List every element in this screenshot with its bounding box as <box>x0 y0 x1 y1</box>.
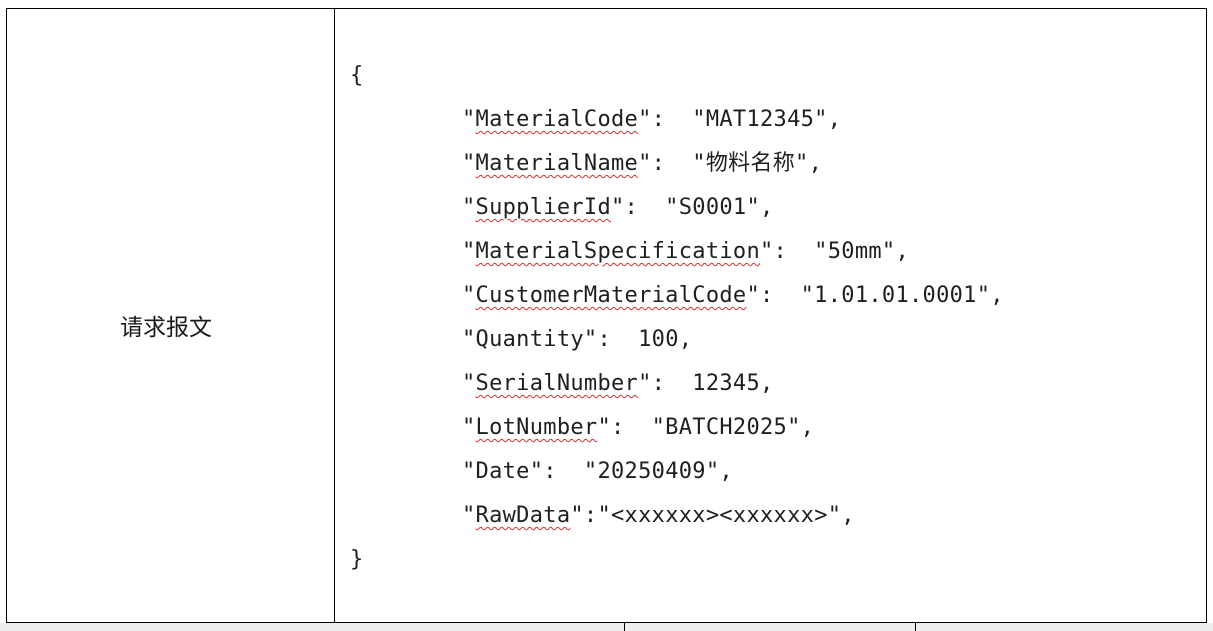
json-value: 100, <box>624 327 693 352</box>
json-open-brace: { <box>350 63 364 88</box>
json-key: MaterialSpecification <box>475 239 760 264</box>
json-value: 12345, <box>678 371 774 396</box>
json-value: "<xxxxxx><xxxxxx>", <box>597 503 855 528</box>
next-row-divider-2 <box>915 623 916 631</box>
json-field-line: "MaterialName": "物料名称", <box>462 151 823 176</box>
table-top-border <box>6 8 1207 9</box>
table-right-border <box>1206 8 1207 631</box>
json-field-line: "MaterialSpecification": "50mm", <box>462 239 910 264</box>
json-value: "MAT12345", <box>678 107 842 132</box>
json-key: MaterialName <box>475 151 639 176</box>
next-row-strip <box>0 623 1213 631</box>
json-key: SerialNumber <box>475 371 639 396</box>
table-column-divider <box>334 8 335 631</box>
json-field-line: "LotNumber": "BATCH2025", <box>462 415 815 440</box>
json-field-line: "SerialNumber": 12345, <box>462 371 774 396</box>
json-value: "20250409", <box>570 459 733 484</box>
json-close-brace: } <box>350 547 364 572</box>
json-field-line: "CustomerMaterialCode": "1.01.01.0001", <box>462 283 1004 308</box>
json-field-line: "Date": "20250409", <box>462 459 733 484</box>
json-field-line: "SupplierId": "S0001", <box>462 195 774 220</box>
json-key: MaterialCode <box>475 107 639 132</box>
json-value: "BATCH2025", <box>638 415 815 440</box>
json-value: "50mm", <box>800 239 910 264</box>
json-value: "1.01.01.0001", <box>787 283 1004 308</box>
json-key: CustomerMaterialCode <box>475 283 747 308</box>
json-field-line: "MaterialCode": "MAT12345", <box>462 107 842 132</box>
request-message-label: 请求报文 <box>120 315 212 341</box>
table-row-divider <box>6 622 1207 623</box>
json-key: LotNumber <box>475 415 598 440</box>
json-field-line: "RawData":"<xxxxxx><xxxxxx>", <box>462 503 855 528</box>
next-row-divider-1 <box>624 623 625 631</box>
json-value: "物料名称", <box>678 151 823 176</box>
json-key: Quantity <box>475 327 584 352</box>
table-left-border <box>6 8 7 631</box>
json-key: RawData <box>475 503 571 528</box>
json-key: SupplierId <box>475 195 611 220</box>
json-key: Date <box>475 459 530 484</box>
json-value: "S0001", <box>651 195 774 220</box>
json-field-line: "Quantity": 100, <box>462 327 693 352</box>
